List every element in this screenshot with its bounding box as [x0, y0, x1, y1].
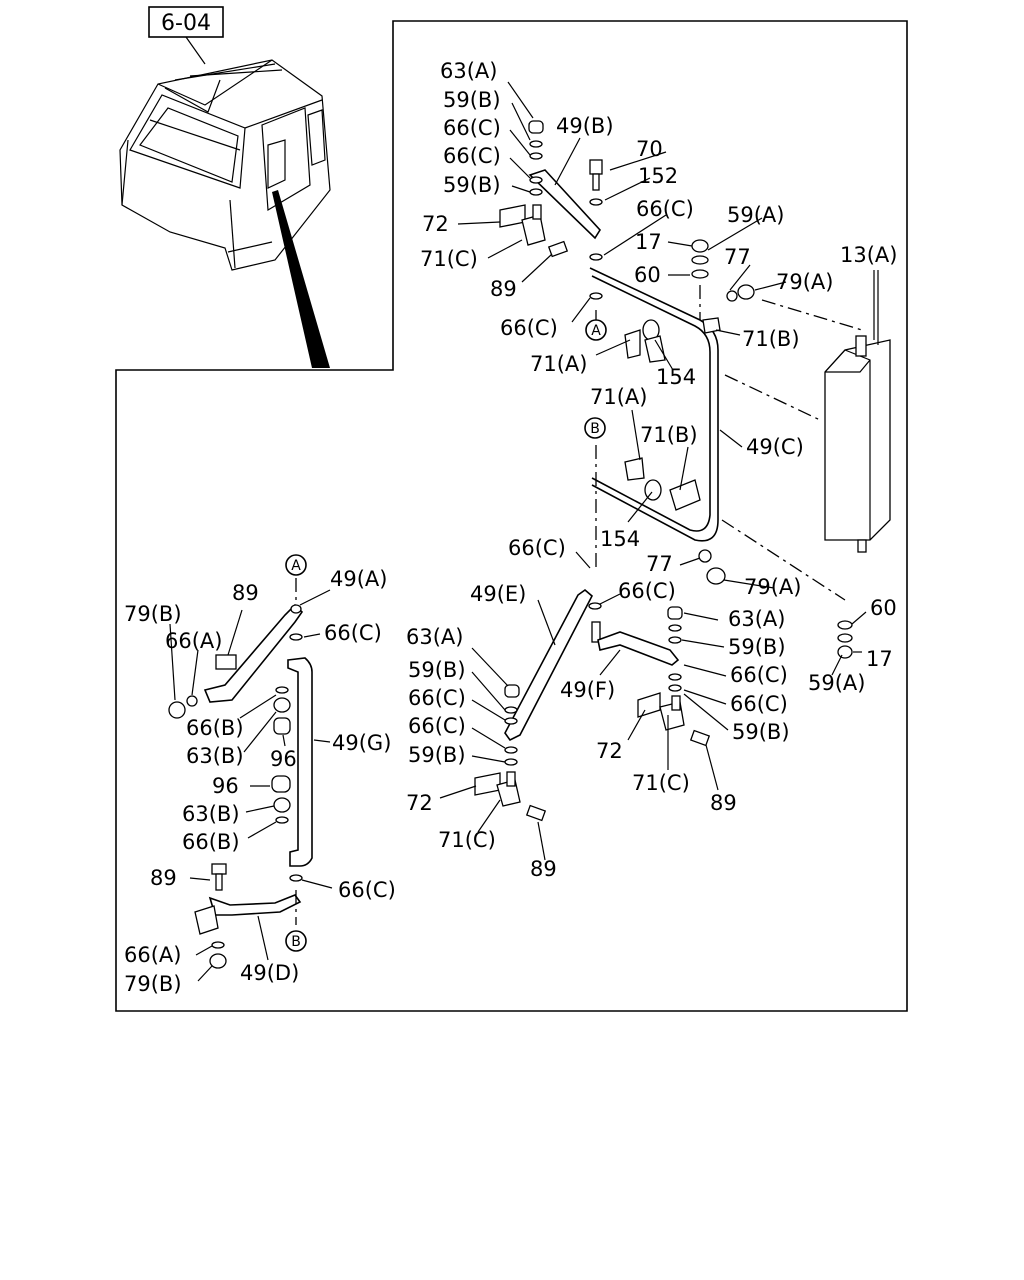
middle-assembly [474, 588, 711, 822]
part-label: 66(C) [443, 144, 501, 168]
part-label: 154 [656, 365, 696, 389]
part-label: 79(A) [776, 270, 833, 294]
part-label: 49(B) [556, 114, 614, 138]
part-label: 59(B) [443, 173, 501, 197]
reference-leader [185, 36, 206, 65]
part-label: 89 [150, 866, 177, 890]
part-label: 66(C) [408, 714, 466, 738]
svg-text:A: A [291, 558, 301, 574]
part-label: 59(B) [732, 720, 790, 744]
part-label: 63(B) [186, 744, 244, 768]
part-label: 17 [866, 647, 893, 671]
part-label: 89 [710, 791, 737, 815]
part-label: 89 [490, 277, 517, 301]
part-label: 59(B) [408, 743, 466, 767]
part-label: 13(A) [840, 243, 897, 267]
svg-text:B: B [291, 934, 301, 950]
part-label: 59(B) [408, 658, 466, 682]
part-label: 89 [232, 581, 259, 605]
part-label: 66(C) [636, 197, 694, 221]
part-label: 59(B) [443, 88, 501, 112]
part-label: 49(D) [240, 961, 299, 985]
part-label: 71(A) [530, 352, 587, 376]
part-label: 63(A) [440, 59, 497, 83]
part-label: 66(C) [730, 663, 788, 687]
part-label: 77 [724, 245, 751, 269]
part-label: 71(B) [640, 423, 698, 447]
diagram-frame [115, 20, 908, 1012]
part-label: 72 [596, 739, 623, 763]
part-label: 71(C) [438, 828, 496, 852]
leader-lines [169, 81, 875, 982]
part-label: 49(C) [746, 435, 804, 459]
part-label: 66(C) [324, 621, 382, 645]
part-label: 89 [530, 857, 557, 881]
svg-text:B: B [590, 421, 600, 437]
reference-label: 6-04 [161, 11, 211, 36]
part-labels: 63(A) 59(B) 66(C) 66(C) 59(B) 49(B) 70 1… [124, 59, 897, 996]
part-label: 49(G) [332, 731, 391, 755]
left-assembly [168, 578, 313, 969]
part-label: 49(F) [560, 678, 615, 702]
part-label: 49(E) [470, 582, 526, 606]
part-label: 66(C) [618, 579, 676, 603]
part-label: 77 [646, 552, 673, 576]
truck-cab-illustration [119, 59, 331, 271]
callout-b-upper: B [584, 417, 606, 439]
part-label: 60 [870, 596, 897, 620]
part-label: 152 [638, 164, 678, 188]
part-label: 66(B) [186, 716, 244, 740]
part-label: 59(A) [808, 671, 865, 695]
part-label: 72 [422, 212, 449, 236]
part-label: 66(C) [408, 686, 466, 710]
part-label: 70 [636, 137, 663, 161]
part-label: 59(A) [727, 203, 784, 227]
part-label: 66(C) [500, 316, 558, 340]
part-label: 66(A) [124, 943, 181, 967]
part-label: 71(A) [590, 385, 647, 409]
part-label: 59(B) [728, 635, 786, 659]
part-label: 96 [212, 774, 239, 798]
part-label: 63(A) [406, 625, 463, 649]
part-label: 63(B) [182, 802, 240, 826]
part-label: 71(C) [632, 771, 690, 795]
part-label: 60 [634, 263, 661, 287]
callout-a-lower: A [285, 554, 307, 576]
part-label: 49(A) [330, 567, 387, 591]
part-label: 96 [270, 747, 297, 771]
part-label: 66(C) [443, 116, 501, 140]
svg-text:A: A [591, 323, 601, 339]
part-label: 79(B) [124, 972, 182, 996]
part-label: 63(A) [728, 607, 785, 631]
part-label: 66(C) [730, 692, 788, 716]
callout-a-upper: A [585, 319, 607, 341]
part-label: 154 [600, 527, 640, 551]
part-label: 66(A) [165, 629, 222, 653]
part-label: 72 [406, 791, 433, 815]
part-label: 66(C) [508, 536, 566, 560]
pointer-wedge [272, 190, 330, 368]
part-label: 71(C) [420, 247, 478, 271]
part-label: 66(C) [338, 878, 396, 902]
part-label: 66(B) [182, 830, 240, 854]
upper-right-assembly [499, 120, 891, 659]
part-label: 71(B) [742, 327, 800, 351]
callout-b-lower: B [285, 930, 307, 952]
part-label: 79(B) [124, 602, 182, 626]
part-label: 79(A) [744, 575, 801, 599]
part-label: 17 [635, 230, 662, 254]
